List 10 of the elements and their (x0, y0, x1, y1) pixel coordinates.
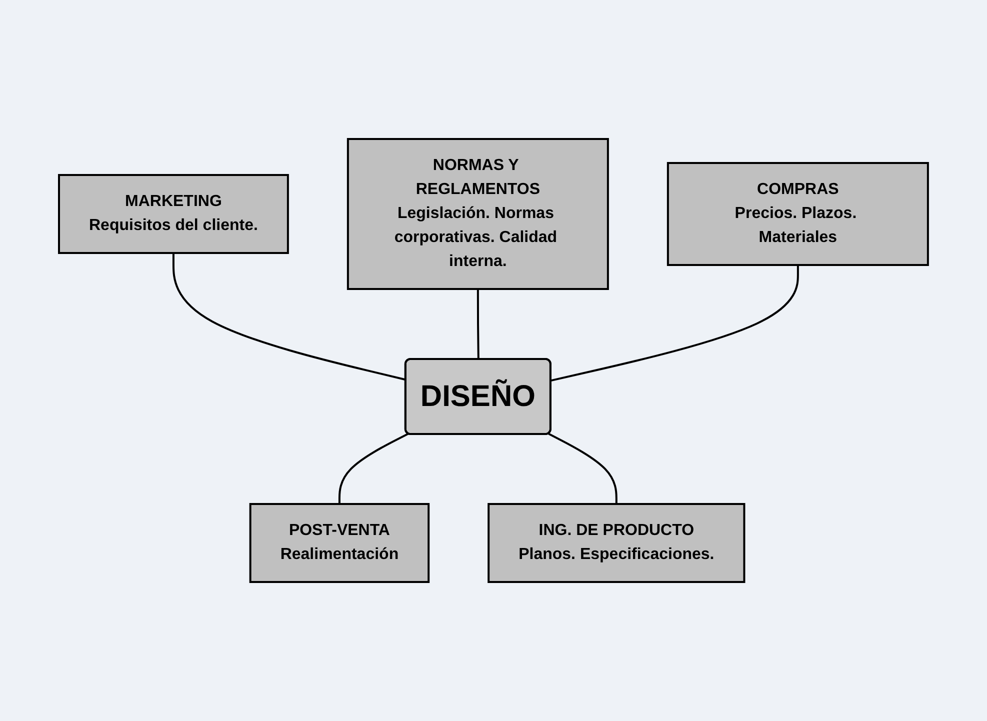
node-box: ING. DE PRODUCTO Planos. Especificaciones. (488, 503, 746, 583)
node-box: MARKETING Requisitos del cliente. (58, 174, 289, 254)
node-box: NORMAS Y REGLAMENTOS Legislación. Normas corporativas. Calidad interna. (346, 138, 609, 290)
connector (172, 253, 406, 381)
connector (550, 265, 799, 382)
node-box: POST-VENTA Realimentación (249, 503, 430, 583)
connector (548, 432, 618, 504)
connector (338, 432, 409, 504)
connector (476, 289, 480, 360)
node-box: COMPRAS Precios. Plazos. Materiales (666, 162, 929, 266)
